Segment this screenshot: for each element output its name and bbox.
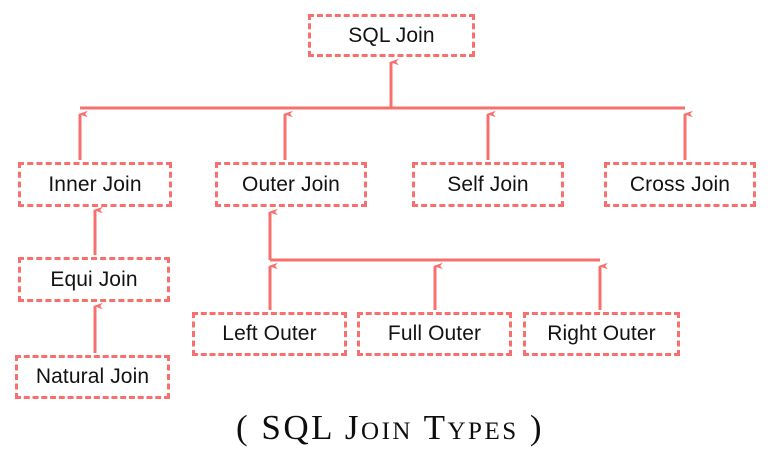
node-inner-join[interactable]: Inner Join: [18, 162, 172, 207]
node-full-outer[interactable]: Full Outer: [357, 312, 512, 356]
node-natural-join[interactable]: Natural Join: [15, 355, 170, 399]
diagram-caption: ( SQL Join Types ): [235, 408, 545, 447]
node-self-join[interactable]: Self Join: [412, 162, 564, 207]
node-equi-join[interactable]: Equi Join: [18, 257, 170, 302]
node-cross-join[interactable]: Cross Join: [604, 162, 756, 207]
node-left-outer[interactable]: Left Outer: [192, 312, 347, 356]
node-sql-join[interactable]: SQL Join: [308, 14, 475, 57]
node-right-outer[interactable]: Right Outer: [523, 312, 680, 356]
node-outer-join[interactable]: Outer Join: [215, 162, 367, 207]
